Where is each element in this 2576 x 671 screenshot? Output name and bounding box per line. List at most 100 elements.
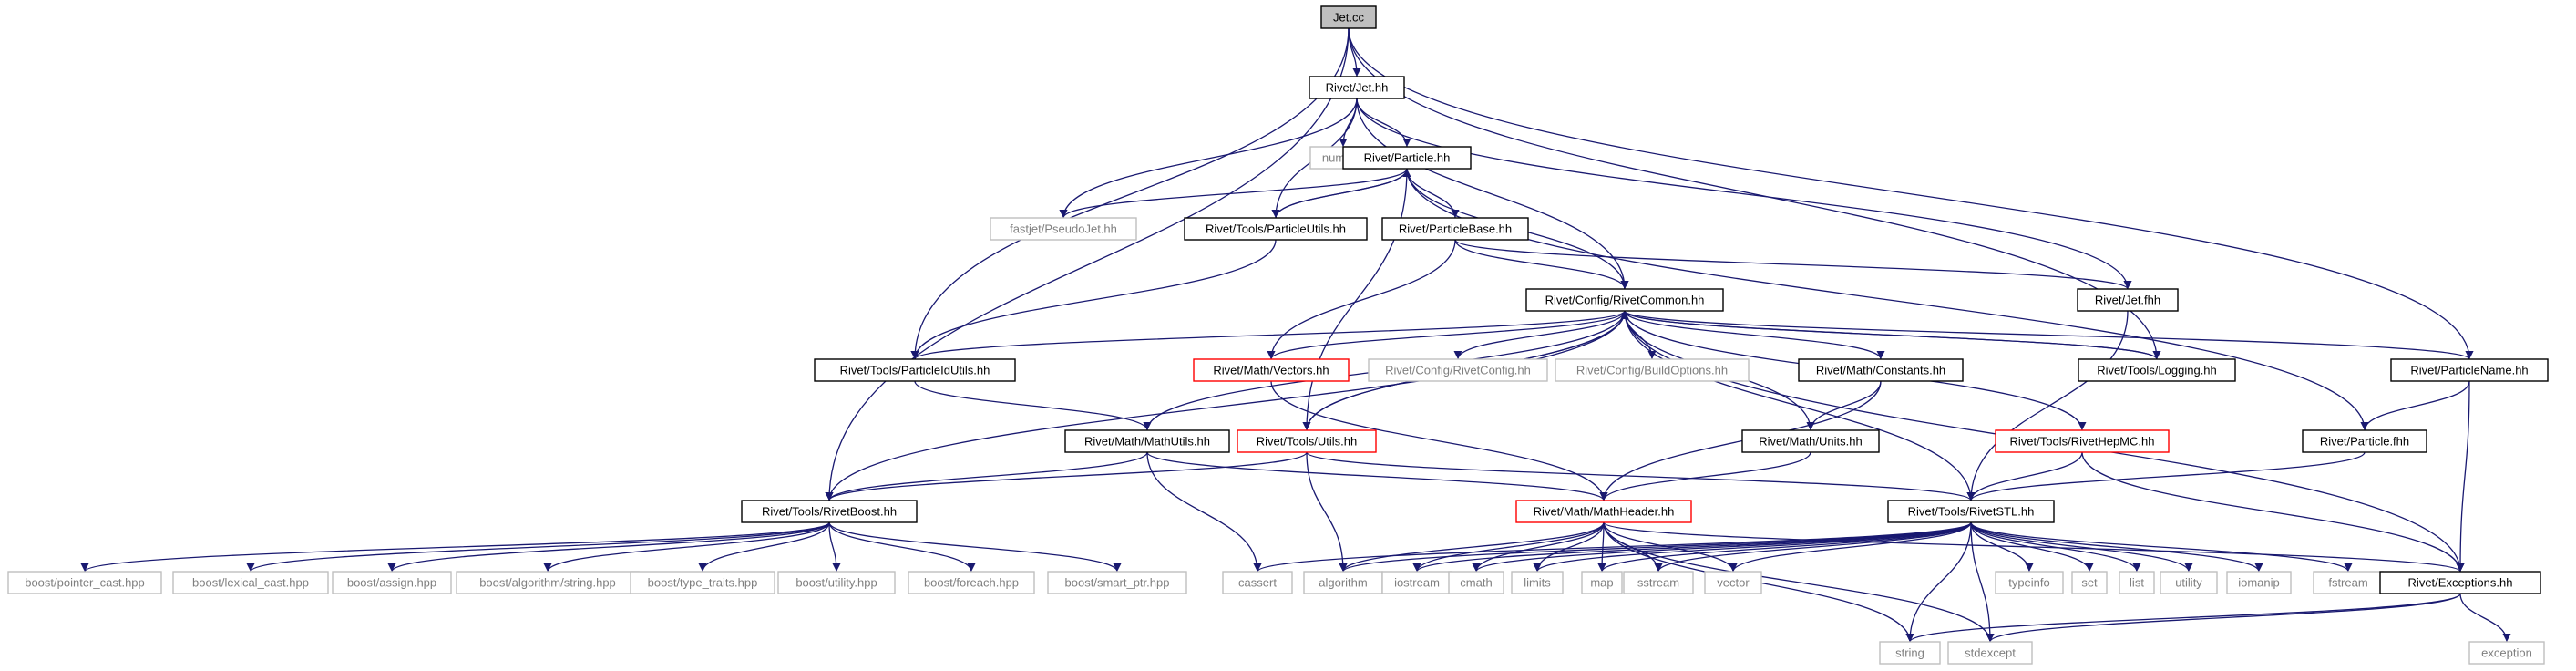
edge-path (828, 521, 841, 573)
edge-path (1146, 451, 1262, 573)
edge-jet_hh-to-jet_fhh (1356, 98, 2132, 290)
node-box (7, 571, 162, 594)
node-particle_fhh[interactable]: Rivet/Particle.fhh (2302, 429, 2427, 453)
edge-path (1454, 239, 2132, 290)
node-constants[interactable]: Rivet/Math/Constants.hh (1798, 358, 1964, 382)
edge-path (1970, 521, 2141, 573)
edge-path (1306, 451, 1976, 501)
node-label: boost/lexical_cast.hpp (192, 575, 309, 589)
node-box (332, 571, 452, 594)
edge-rivetstl-to-map (1597, 521, 1972, 573)
edge-path (1966, 451, 2366, 501)
edge-particle_hh-to-particlebase (1406, 168, 1460, 219)
node-label: Rivet/Math/Constants.hh (1816, 363, 1945, 377)
node-particle_hh[interactable]: Rivet/Particle.hh (1342, 146, 1472, 170)
edge-path (1603, 521, 1995, 643)
node-vectors[interactable]: Rivet/Math/Vectors.hh (1193, 358, 1350, 382)
edge-path (1533, 521, 1972, 573)
edge-rivetstl-to-list (1970, 521, 2141, 573)
node-particlebase[interactable]: Rivet/ParticleBase.hh (1381, 217, 1529, 241)
node-fstream: fstream (2313, 571, 2384, 594)
node-mathheader[interactable]: Rivet/Math/MathHeader.hh (1515, 500, 1692, 523)
node-box (1309, 76, 1405, 99)
node-box (1368, 358, 1548, 382)
edge-mathheader-to-cmath (1472, 521, 1605, 573)
node-rivetcommon[interactable]: Rivet/Config/RivetCommon.hh (1525, 288, 1724, 312)
node-units[interactable]: Rivet/Math/Units.hh (1741, 429, 1880, 453)
node-box (1047, 571, 1187, 594)
node-box (1525, 288, 1724, 312)
edge-particlename-to-exceptions (2456, 380, 2470, 573)
edge-rivetstl-to-vector (1729, 521, 1972, 573)
edge-path (1412, 521, 1605, 573)
edge-path (1275, 168, 1411, 219)
node-logging[interactable]: Rivet/Tools/Logging.hh (2078, 358, 2236, 382)
node-particlename[interactable]: Rivet/ParticleName.hh (2390, 358, 2549, 382)
edge-utils-to-rivetboost (825, 451, 1308, 501)
edge-rivetcommon-to-rivetstl (1624, 310, 1976, 501)
edge-path (1970, 521, 2094, 573)
edge-path (1970, 521, 2034, 573)
edge-jet_cc-to-particlename (1348, 27, 2474, 360)
node-rivetboost[interactable]: Rivet/Tools/RivetBoost.hh (741, 500, 918, 523)
node-rivetstl[interactable]: Rivet/Tools/RivetSTL.hh (1887, 500, 2055, 523)
node-algorithm: algorithm (1303, 571, 1383, 594)
edge-path (1599, 451, 1811, 501)
edge-path (1597, 521, 1972, 573)
node-label: cmath (1460, 575, 1492, 589)
edge-jet_cc-to-rivetboost (825, 27, 1350, 501)
node-rivethepmc[interactable]: Rivet/Tools/RivetHepMC.hh (1995, 429, 2170, 453)
node-jet_fhh[interactable]: Rivet/Jet.fhh (2077, 288, 2179, 312)
edge-rivetstl-to-utility (1970, 521, 2193, 573)
edge-particlename-to-particle_fhh (2360, 380, 2470, 431)
edge-rivethepmc-to-rivetstl (1966, 451, 2083, 501)
node-label: map (1590, 575, 1613, 589)
node-exceptions[interactable]: Rivet/Exceptions.hh (2379, 571, 2541, 594)
edges-layer (80, 27, 2511, 643)
node-jet_cc[interactable]: Jet.cc (1320, 5, 1377, 29)
node-particleutils[interactable]: Rivet/Tools/ParticleUtils.hh (1184, 217, 1368, 241)
node-iostream: iostream (1381, 571, 1452, 594)
node-box (1741, 429, 1880, 453)
node-utility: utility (2160, 571, 2218, 594)
node-box (741, 500, 918, 523)
node-label: Rivet/Tools/ParticleIdUtils.hh (840, 363, 990, 377)
edge-particlebase-to-rivetcommon (1454, 239, 1629, 290)
node-particleidutils[interactable]: Rivet/Tools/ParticleIdUtils.hh (814, 358, 1016, 382)
node-box (1623, 571, 1694, 594)
node-mathutils[interactable]: Rivet/Math/MathUtils.hh (1064, 429, 1230, 453)
node-box (1995, 571, 2064, 594)
node-box (2379, 571, 2541, 594)
edge-path (1806, 380, 1882, 431)
node-set: set (2071, 571, 2108, 594)
node-type_traits: boost/type_traits.hpp (630, 571, 775, 594)
edge-rivetboost-to-type_traits (698, 521, 830, 573)
edge-path (910, 27, 1350, 360)
node-box (172, 571, 329, 594)
edge-rivetcommon-to-particlename (1624, 310, 2474, 360)
node-label: boost/type_traits.hpp (648, 575, 758, 589)
node-label: Rivet/Math/MathHeader.hh (1534, 504, 1675, 518)
node-jet_hh[interactable]: Rivet/Jet.hh (1309, 76, 1405, 99)
node-box (1342, 146, 1472, 170)
edge-rivetstl-to-sstream (1654, 521, 1972, 573)
node-label: boost/pointer_cast.hpp (25, 575, 145, 589)
edge-rivetcommon-to-particleidutils (910, 310, 1626, 360)
node-box (1555, 358, 1750, 382)
edge-utils-to-rivetstl (1306, 451, 1976, 501)
edge-units-to-mathheader (1599, 451, 1811, 501)
edge-path (828, 521, 1122, 573)
edge-path (1253, 521, 1972, 573)
node-string: string (1879, 641, 1941, 665)
node-box (2160, 571, 2218, 594)
node-label: Rivet/Tools/ParticleUtils.hh (1206, 222, 1346, 235)
node-vector: vector (1704, 571, 1762, 594)
edge-path (825, 27, 1350, 501)
node-utils[interactable]: Rivet/Tools/Utils.hh (1237, 429, 1377, 453)
node-box (1995, 429, 2170, 453)
edge-rivethepmc-to-exceptions (2081, 451, 2465, 573)
node-box (1064, 429, 1230, 453)
edge-path (828, 521, 976, 573)
